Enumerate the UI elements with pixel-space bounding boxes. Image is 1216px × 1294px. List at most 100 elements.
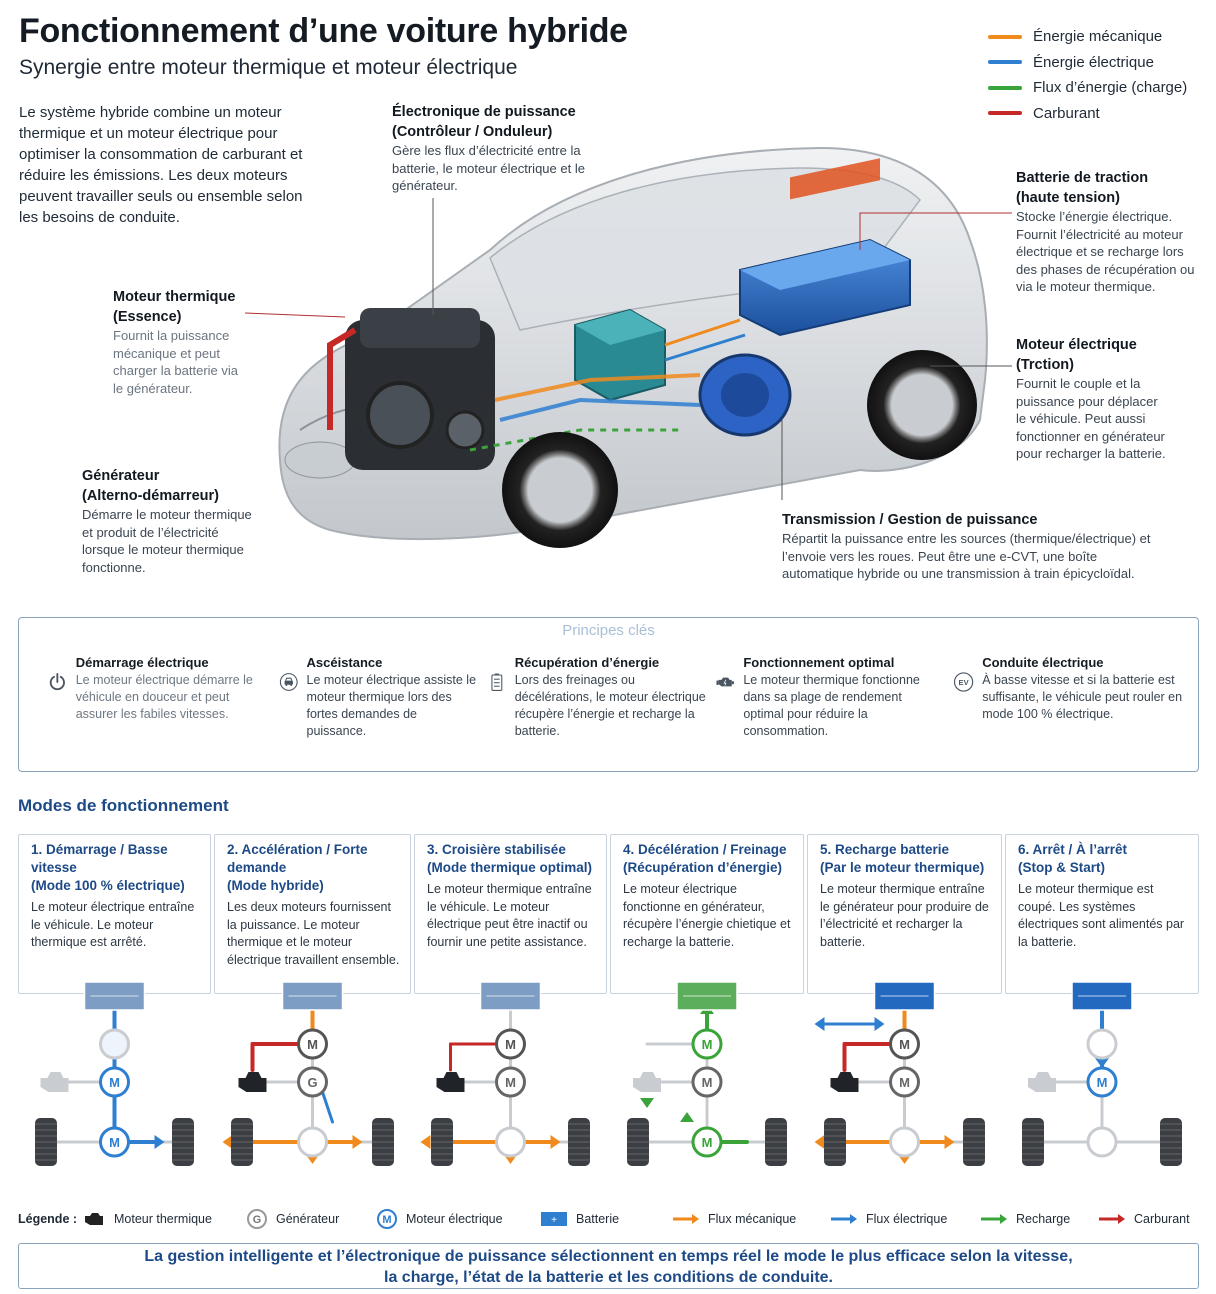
motor-letter: M [307,1037,318,1052]
svg-text:M: M [382,1214,391,1226]
modes-title: Modes de fonctionnement [18,796,229,815]
red-swatch-icon [988,111,1022,116]
motor-circle-icon [691,1028,723,1060]
car-assist-icon [279,673,298,691]
motor-circle-icon [1086,1028,1118,1060]
svg-text:G: G [253,1214,262,1226]
callout-thermal-engine: Moteur thermique (Essence) Fournit la pu… [113,289,239,396]
hybrid-car-illustration [278,146,988,548]
traction-battery [739,158,911,337]
blue-swatch-icon [988,60,1022,65]
thermal-engine-icon [40,1072,69,1092]
callout-battery: Batterie de traction (haute tension) Sto… [1016,170,1195,294]
motor-circle-icon [297,1066,328,1098]
footer-banner: La gestion intelligente et l’électroniqu… [18,1243,1199,1289]
motor-letter: M [109,1135,120,1150]
legend-battery: + Batterie [540,1208,619,1230]
arrow-head-icon [944,1135,955,1149]
motor-letter: M [899,1075,910,1090]
green-arrow-icon [981,1214,1007,1224]
motor-letter: M [1097,1075,1108,1090]
green-arrow-icon [988,85,1022,90]
rear-wheel [867,350,977,460]
blue-arrow-icon [831,1214,857,1224]
callout-transmission: Transmission / Gestion de puissance Répa… [782,512,1151,581]
arrow-head-icon [154,1135,165,1149]
thermal-engine-icon [85,1213,103,1225]
motor-letter: M [109,1075,120,1090]
arrow-head-icon [550,1135,561,1149]
mode-card: 2. Accélération / Forte demande (Mode hy… [214,834,411,994]
intro-text: Le système hybride combine un moteur the… [19,104,303,226]
generator-icon: G [247,1209,267,1229]
power-icon [49,672,65,691]
orange-arrow-icon [673,1214,699,1224]
ev-icon: EV [953,672,974,692]
legend-item-mecanique: Énergie mécanique [988,24,1187,50]
arrow-head-icon [222,1135,233,1149]
motor-letter: M [505,1037,516,1052]
car-windows [489,167,921,331]
engine-block [327,308,495,470]
motor-letter: M [702,1037,713,1052]
motor-circle-icon [691,1126,723,1158]
legend-mechanical-flow: Flux mécanique [672,1208,796,1230]
arrow-head-icon [420,1135,431,1149]
electric-motor-icon: M [377,1209,397,1229]
arrow-head-icon [680,1112,694,1122]
motor-letter: M [899,1037,910,1052]
motor-circle-icon [889,1028,920,1060]
motor-letter: M [505,1075,516,1090]
motor-circle-icon [495,1028,526,1060]
battery-legend-icon: + [541,1212,567,1226]
legend-generator: G Générateur [246,1208,339,1230]
motor-letter: G [307,1075,317,1090]
motor-circle-icon [99,1066,130,1098]
motor-circle-icon [691,1066,723,1098]
motor-circle-icon [1086,1066,1118,1098]
motor-circle-icon [99,1028,130,1060]
thermal-engine-icon [633,1072,661,1092]
page-subtitle: Synergie entre moteur thermique et moteu… [19,56,518,79]
engine-icon [716,677,734,687]
legend-electric-motor: M Moteur électrique [376,1208,503,1230]
battery-icon [491,673,503,691]
thermal-engine-icon [1028,1072,1056,1092]
mode-card: 5. Recharge batterie (Par le moteur ther… [807,834,1002,994]
callout-power-electronics: Électronique de puissance (Contrôleur / … [392,104,585,193]
page-title: Fonctionnement d’une voiture hybride [19,12,628,50]
motor-letter: M [702,1075,713,1090]
front-wheel [502,432,618,548]
principles-title: Principes clés [562,622,655,639]
energy-legend: Énergie mécanique Énergie électrique Flu… [988,24,1187,126]
arrow-head-icon [814,1135,825,1149]
legend-electric-flow: Flux électrique [830,1208,947,1230]
thermal-engine-icon [436,1072,465,1092]
arrow-head-icon [814,1017,825,1031]
components-legend: Légende : Moteur thermique G Générateur … [18,1208,1199,1230]
orange-swatch-icon [988,34,1022,39]
legend-item-charge: Flux d’énergie (charge) [988,75,1187,101]
red-arrow-icon [1099,1214,1125,1224]
motor-circle-icon [297,1126,328,1158]
legend-item-electrique: Énergie électrique [988,50,1187,76]
arrow-head-icon [352,1135,363,1149]
motor-circle-icon [297,1028,328,1060]
arrow-head-icon [1095,1058,1109,1068]
legend-fuel: Carburant [1098,1208,1190,1230]
arrow-head-icon [640,1098,654,1108]
thermal-engine-icon [238,1072,267,1092]
svg-text:+: + [551,1215,557,1226]
callout-generator: Générateur (Alterno-démarreur) Démarre l… [82,468,252,575]
flow-line [321,1090,334,1124]
motor-circle-icon [99,1126,130,1158]
legend-item-carburant: Carburant [988,101,1187,127]
mode-card: 3. Croisière stabilisée (Mode thermique … [414,834,607,994]
motor-circle-icon [889,1066,920,1098]
svg-text:EV: EV [959,678,969,687]
